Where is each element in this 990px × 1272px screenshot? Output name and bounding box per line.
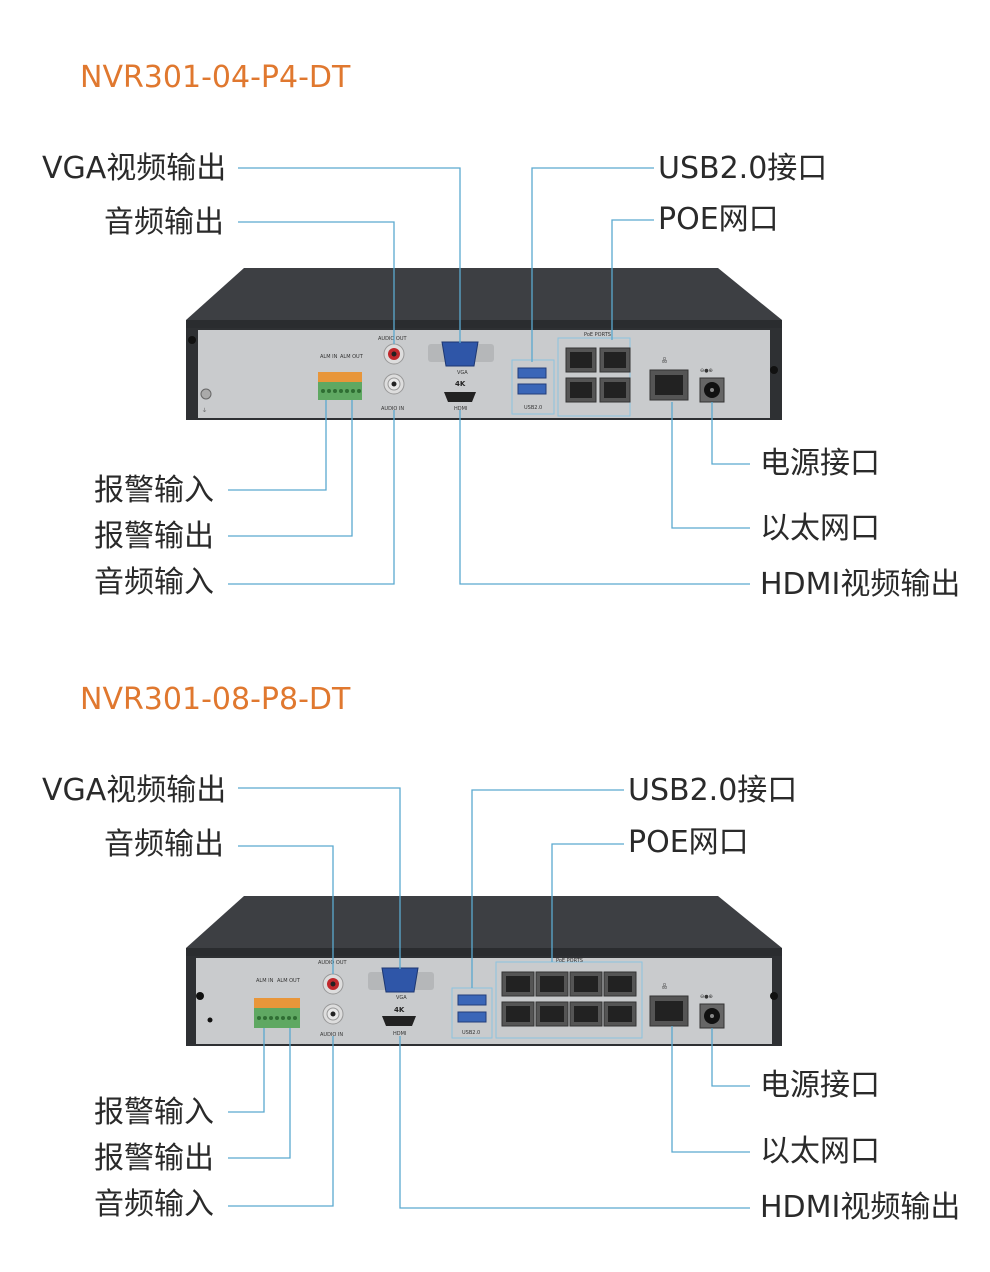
- nvr-rear-panel-diagram: ⏚ ALM IN ALM OUT AUDIO OUT AUDIO IN VGA …: [186, 167, 782, 585]
- 4k-text: 4K: [455, 380, 466, 388]
- poe-port-group: [501, 971, 637, 1027]
- hdmi-port: [444, 392, 476, 402]
- network-icon: 品: [662, 984, 667, 990]
- label-vga-output: VGA视频输出: [42, 151, 227, 186]
- chassis-edge: [186, 948, 782, 958]
- chassis-edge: [186, 320, 782, 330]
- label-alarm-input: 报警输入: [94, 473, 214, 508]
- alarm-terminal-top: [254, 998, 300, 1008]
- label-hdmi-output: HDMI视频输出: [760, 567, 961, 602]
- alm-in-text: ALM IN: [256, 978, 274, 984]
- label-audio-output: 音频输出: [104, 827, 224, 862]
- poe-highlight: [557, 337, 631, 417]
- vga-text: VGA: [457, 370, 468, 376]
- usb-port: [457, 994, 487, 1006]
- vga-port: [381, 967, 419, 993]
- usb-text: USB2.0: [524, 405, 542, 411]
- hdmi-port: [382, 1016, 416, 1026]
- alm-out-text: ALM OUT: [340, 354, 364, 360]
- label-hdmi-output: HDMI视频输出: [760, 1190, 961, 1225]
- leader-lines: [228, 787, 750, 1209]
- screw-icon: [188, 336, 196, 344]
- poe-port-group: [565, 347, 631, 403]
- alm-in-text: ALM IN: [320, 354, 338, 360]
- usb-port: [457, 1011, 487, 1023]
- model-title: NVR301-04-P4-DT: [80, 60, 351, 95]
- polarity-icon: ⊖●⊕: [700, 994, 713, 1000]
- usb-port: [517, 383, 547, 395]
- chassis-top: [186, 896, 782, 948]
- vga-port: [441, 341, 479, 367]
- screw-icon: [770, 366, 778, 374]
- label-alarm-output: 报警输出: [94, 519, 214, 554]
- alm-out-text: ALM OUT: [277, 978, 301, 984]
- audio-out-text: AUDIO OUT: [378, 336, 408, 342]
- 4k-text: 4K: [394, 1006, 405, 1014]
- vga-text: VGA: [396, 995, 407, 1001]
- label-vga-output: VGA视频输出: [42, 773, 227, 808]
- device-section-1: NVR301-04-P4-DT ⏚ ALM IN ALM OUT AUDIO O…: [42, 60, 961, 602]
- screw-icon: [196, 992, 204, 1000]
- label-audio-input: 音频输入: [94, 1187, 214, 1222]
- label-alarm-output: 报警输出: [94, 1141, 214, 1176]
- label-ethernet: 以太网口: [760, 511, 880, 546]
- chassis-top: [186, 268, 782, 320]
- label-power: 电源接口: [760, 1068, 880, 1103]
- ground-screw-icon: [200, 388, 212, 400]
- label-audio-output: 音频输出: [104, 205, 224, 240]
- device-section-2: NVR301-08-P8-DT ALM IN ALM OUT AUDIO OUT…: [0, 622, 990, 1258]
- network-icon: 品: [662, 358, 667, 364]
- poe-ports-text: PoE PORTS: [584, 332, 611, 338]
- usb-port: [517, 367, 547, 379]
- label-ethernet: 以太网口: [760, 1134, 880, 1169]
- hdmi-text: HDMI: [393, 1031, 406, 1037]
- alarm-terminal-top: [318, 372, 362, 382]
- nvr-rear-panel-diagram: ALM IN ALM OUT AUDIO OUT AUDIO IN VGA 4K…: [186, 787, 782, 1209]
- label-poe: POE网口: [628, 825, 749, 860]
- poe-highlight: [495, 961, 643, 1039]
- audio-in-text: AUDIO IN: [381, 406, 404, 412]
- leader-lines: [228, 167, 750, 585]
- usb-text: USB2.0: [462, 1030, 480, 1036]
- label-usb: USB2.0接口: [628, 773, 798, 808]
- label-audio-input: 音频输入: [94, 565, 214, 600]
- label-power: 电源接口: [760, 446, 880, 481]
- hdmi-text: HDMI: [454, 406, 467, 412]
- ground-icon: ⏚: [202, 407, 207, 414]
- ground-icon: [207, 1017, 213, 1023]
- label-poe: POE网口: [658, 202, 779, 237]
- polarity-icon: ⊖●⊕: [700, 368, 713, 374]
- audio-in-text: AUDIO IN: [320, 1032, 343, 1038]
- screw-icon: [770, 992, 778, 1000]
- poe-ports-text: PoE PORTS: [556, 958, 583, 964]
- usb-highlight: [511, 359, 555, 415]
- model-title: NVR301-08-P8-DT: [80, 682, 351, 717]
- label-usb: USB2.0接口: [658, 151, 828, 186]
- label-alarm-input: 报警输入: [94, 1095, 214, 1130]
